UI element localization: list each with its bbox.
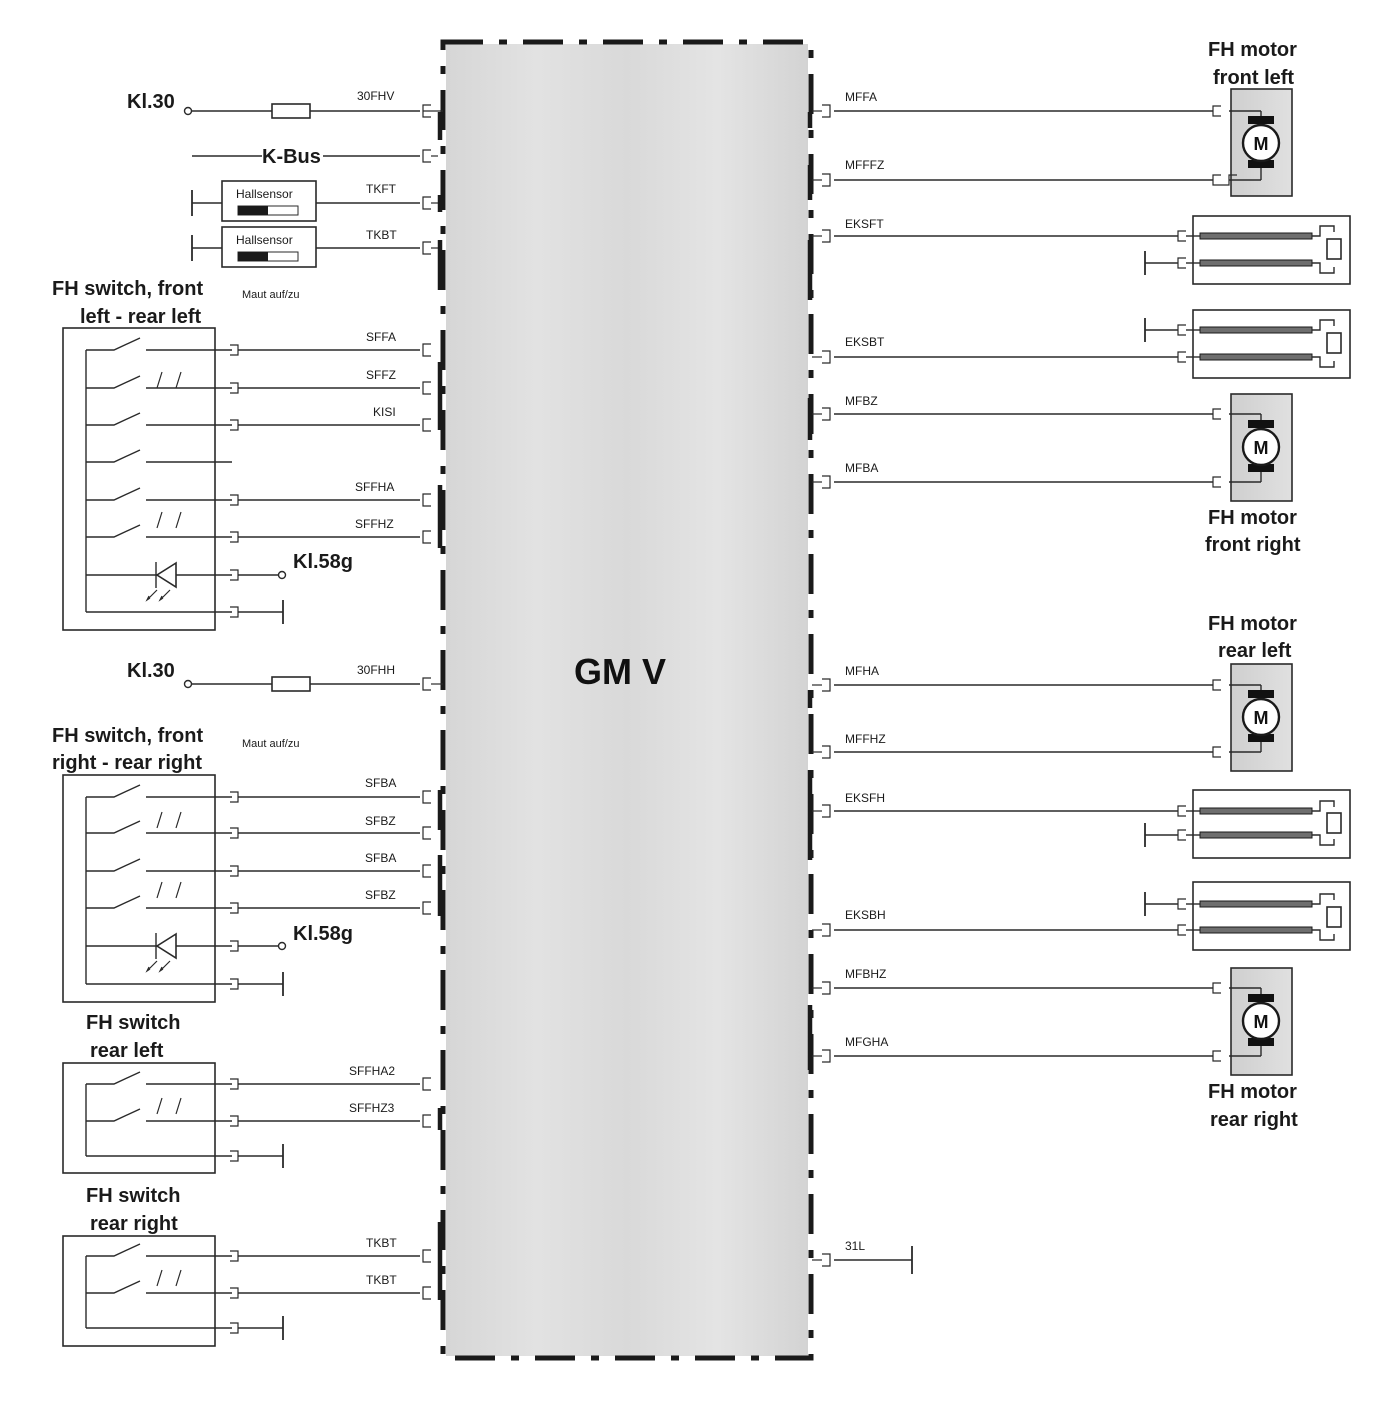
motor-title: FH motor — [1208, 507, 1297, 529]
signal-label: MFHA — [845, 664, 879, 678]
signal-label: SFBA — [365, 776, 396, 790]
signal-label: SFFA — [366, 330, 396, 344]
switch-note: Maut auf/zu — [242, 289, 299, 301]
switch-note: Maut auf/zu — [242, 738, 299, 750]
motor-title: rear right — [1210, 1109, 1298, 1131]
signal-label: 31L — [845, 1239, 865, 1253]
fuse-icon — [271, 103, 311, 119]
motor-title: FH motor — [1208, 1081, 1297, 1103]
switch-title: rear right — [90, 1213, 178, 1235]
signal-label: EKSBH — [845, 908, 886, 922]
kl30-label: Kl.30 — [127, 660, 175, 682]
switch-title: FH switch — [86, 1012, 180, 1034]
motor-title: FH motor — [1208, 39, 1297, 61]
lamp-label: Kl.58g — [293, 923, 353, 945]
motor-letter: M — [1254, 708, 1269, 728]
signal-label: SFBA — [365, 851, 396, 865]
signal-label: SFFHA2 — [349, 1064, 395, 1078]
motor-title: front left — [1213, 67, 1294, 89]
motor-letter: M — [1254, 438, 1269, 458]
switch-rear-left: FH switch rear left SFFHA2 SFFHZ3 — [62, 1012, 431, 1174]
signal-label: MFBZ — [845, 394, 878, 408]
led-icon — [145, 932, 177, 973]
led-icon — [145, 561, 177, 602]
edge-sensor-front-left: EKSFT — [812, 215, 1351, 285]
motor-front-right: M MFBZ MFBA FH motor front right — [812, 393, 1301, 556]
hall-sensor-front: Hallsensor TKFT — [191, 180, 438, 222]
motor-icon — [1241, 123, 1281, 163]
signal-label: SFFZ — [366, 368, 396, 382]
kl30-supply-rear: Kl.30 30FHH — [127, 660, 443, 692]
switch-title: FH switch, front — [52, 278, 203, 300]
switch-title: FH switch, front — [52, 725, 203, 747]
edge-sensor-front-right: EKSBT — [812, 309, 1351, 379]
signal-label: SFFHZ3 — [349, 1101, 395, 1115]
resistor-icon — [1326, 906, 1342, 928]
signal-label: 30FHH — [357, 663, 395, 677]
edge-sensor-rear-right: EKSBH — [812, 881, 1351, 951]
switch-title: right - rear right — [52, 752, 202, 774]
hall-sensor-label: Hallsensor — [236, 187, 293, 201]
motor-icon — [1241, 427, 1281, 467]
kl30-label: Kl.30 — [127, 91, 175, 113]
switch-front-left-rear-left: FH switch, front left - rear left Maut a… — [52, 278, 431, 631]
signal-label: EKSBT — [845, 335, 885, 349]
k-bus-label: K-Bus — [262, 146, 321, 168]
signal-label: SFFHA — [355, 480, 394, 494]
switch-title: FH switch — [86, 1185, 180, 1207]
signal-label: MFFFZ — [845, 158, 884, 172]
switch-rear-right: FH switch rear right TKBT TKBT — [62, 1185, 431, 1347]
signal-label: EKSFT — [845, 217, 884, 231]
gm-v-module: GM V — [440, 39, 814, 1361]
signal-label: TKFT — [366, 182, 397, 196]
k-bus-line: K-Bus — [192, 146, 438, 168]
resistor-icon — [1326, 332, 1342, 354]
motor-letter: M — [1254, 134, 1269, 154]
motor-title: rear left — [1218, 640, 1292, 662]
hall-sensor-label: Hallsensor — [236, 233, 293, 247]
signal-label: KISI — [373, 405, 396, 419]
motor-icon — [1241, 697, 1281, 737]
signal-label: MFFA — [845, 90, 877, 104]
switch-title: left - rear left — [80, 306, 201, 328]
motor-icon — [1241, 1001, 1281, 1041]
signal-label: SFBZ — [365, 814, 396, 828]
signal-label: MFBHZ — [845, 967, 886, 981]
motor-letter: M — [1254, 1012, 1269, 1032]
motor-rear-left: FH motor rear left M MFHA MFFHZ — [812, 613, 1297, 772]
signal-label: EKSFH — [845, 791, 885, 805]
module-title: GM V — [574, 651, 666, 692]
resistor-icon — [1326, 812, 1342, 834]
signal-label: 30FHV — [357, 89, 394, 103]
signal-label: MFGHA — [845, 1035, 888, 1049]
signal-label: TKBT — [366, 228, 397, 242]
signal-label: SFBZ — [365, 888, 396, 902]
motor-front-left: FH motor front left M MFFA MFFFZ — [812, 39, 1297, 197]
edge-sensor-rear-left: EKSFH — [812, 789, 1351, 859]
motor-title: FH motor — [1208, 613, 1297, 635]
switch-title: rear left — [90, 1040, 164, 1062]
resistor-icon — [1326, 238, 1342, 260]
motor-title: front right — [1205, 534, 1301, 556]
fuse-icon — [271, 676, 311, 692]
ground-31l: 31L — [812, 1239, 913, 1274]
signal-label: MFBA — [845, 461, 878, 475]
signal-label: TKBT — [366, 1236, 397, 1250]
motor-rear-right: M MFBHZ MFGHA FH motor rear right — [812, 967, 1298, 1131]
kl30-supply-front: Kl.30 30FHV — [127, 89, 443, 119]
hall-sensor-rear: Hallsensor TKBT — [191, 226, 438, 268]
signal-label: SFFHZ — [355, 517, 394, 531]
signal-label: MFFHZ — [845, 732, 886, 746]
signal-label: TKBT — [366, 1273, 397, 1287]
lamp-label: Kl.58g — [293, 551, 353, 573]
switch-front-right-rear-right: FH switch, front right - rear right Maut… — [52, 725, 431, 1003]
